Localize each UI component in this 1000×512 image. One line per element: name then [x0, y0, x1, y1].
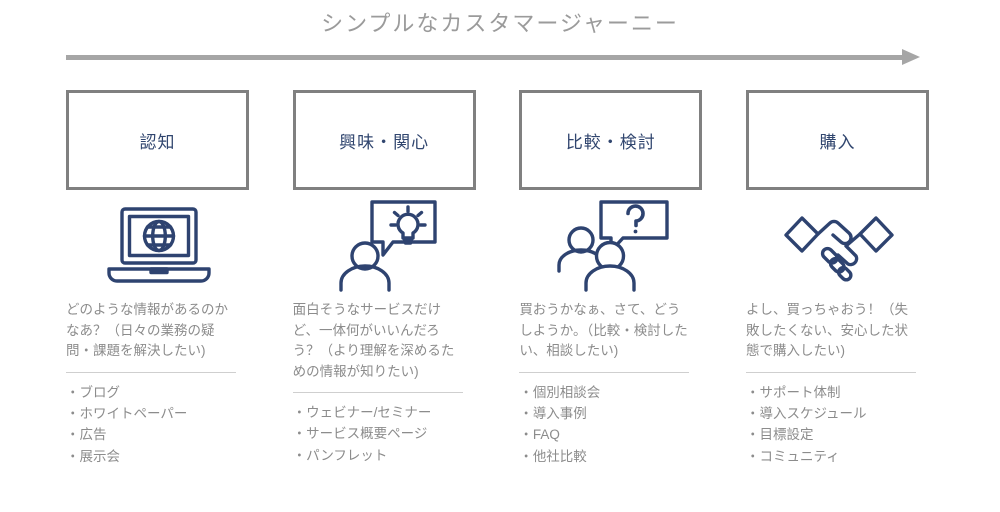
list-item: 個別相談会 — [519, 382, 705, 403]
arrow-line — [66, 55, 904, 60]
stage-label: 興味・関心 — [339, 132, 430, 152]
list-item: サポート体制 — [746, 382, 932, 403]
list-item: 目標設定 — [746, 424, 932, 445]
customer-quote: 面白そうなサービスだけど、一体何がいいんだろう？（より理解を深めるための情報が知… — [292, 302, 455, 379]
journey-column-awareness: 認知 どのような情報があるのかなあ？（日々の業務の疑問・課題を解決したい) ブロ… — [66, 90, 252, 467]
laptop-globe-icon — [66, 190, 252, 298]
touchpoint-list: ブログ ホワイトペーパー 広告 展示会 — [66, 382, 252, 467]
touchpoint-list: サポート体制 導入スケジュール 目標設定 コミュニティ — [746, 382, 932, 467]
stage-box-awareness[interactable]: 認知 — [66, 90, 249, 190]
journey-column-interest: 興味・関心 面白そうなサービスだけど、一体何がいいんだろう？（より理解を深めるた… — [292, 90, 479, 467]
touchpoint-list: 個別相談会 導入事例 FAQ 他社比較 — [519, 382, 705, 467]
stage-label: 比較・検討 — [565, 132, 656, 152]
list-item: 広告 — [66, 424, 252, 445]
customer-quote: どのような情報があるのかなあ？（日々の業務の疑問・課題を解決したい) — [66, 302, 228, 359]
list-item: コミュニティ — [746, 446, 932, 467]
list-item: 導入事例 — [519, 403, 705, 424]
journey-columns: 認知 どのような情報があるのかなあ？（日々の業務の疑問・課題を解決したい) ブロ… — [66, 90, 932, 467]
stage-box-purchase[interactable]: 購入 — [745, 90, 929, 190]
arrow-head-icon — [902, 49, 920, 65]
journey-column-comparison: 比較・検討 買おうかなぁ、さて、どうしようか。（比較・検討したい、相談したい) … — [519, 90, 705, 467]
journey-arrow — [66, 48, 932, 68]
list-item: FAQ — [519, 424, 705, 445]
list-item: サービス概要ページ — [293, 423, 479, 444]
two-people-question-bubble-icon — [519, 190, 705, 298]
list-item: 導入スケジュール — [746, 403, 932, 424]
stage-box-interest[interactable]: 興味・関心 — [292, 90, 476, 190]
handshake-icon — [746, 190, 932, 298]
list-item: 展示会 — [66, 446, 252, 467]
divider — [745, 371, 916, 373]
divider — [519, 371, 690, 373]
list-item: 他社比較 — [519, 446, 705, 467]
person-lightbulb-bubble-icon — [293, 190, 479, 298]
stage-box-comparison[interactable]: 比較・検討 — [519, 90, 703, 190]
page-title: シンプルなカスタマージャーニー — [321, 11, 679, 36]
list-item: ホワイトペーパー — [66, 403, 252, 424]
touchpoint-list: ウェビナー/セミナー サービス概要ページ パンフレット — [293, 402, 479, 466]
customer-quote: 買おうかなぁ、さて、どうしようか。（比較・検討したい、相談したい) — [519, 302, 688, 359]
journey-column-purchase: 購入 よし、買っちゃおう！（失敗したくない、安心した状態で購入したい) サポート… — [745, 90, 932, 467]
list-item: ブログ — [66, 382, 252, 403]
customer-quote: よし、買っちゃおう！（失敗したくない、安心した状態で購入したい) — [745, 302, 908, 359]
list-item: ウェビナー/セミナー — [293, 402, 479, 423]
list-item: パンフレット — [293, 445, 479, 466]
stage-label: 購入 — [819, 132, 856, 152]
stage-label: 認知 — [139, 132, 176, 152]
divider — [292, 392, 463, 394]
divider — [66, 371, 236, 373]
